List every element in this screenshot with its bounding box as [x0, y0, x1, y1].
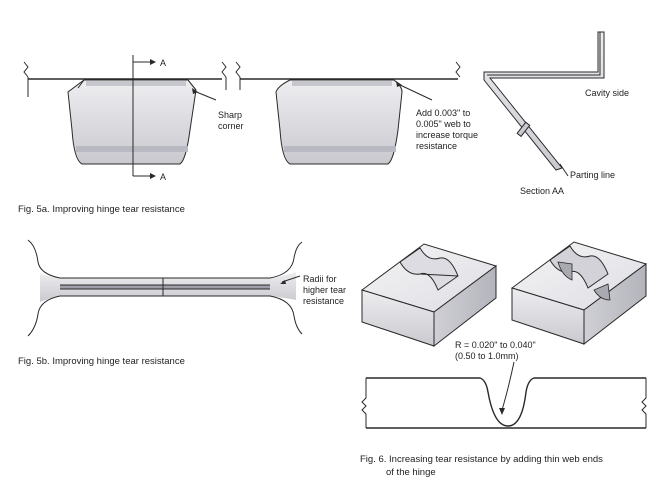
parting-line-leader [559, 163, 569, 177]
fig5a-hinge-elevation: A A Sharp corner Add 0.003" to 0.005" we… [23, 55, 478, 182]
section-aa-label: Section AA [520, 186, 564, 196]
fig5b-hinge-band [60, 285, 270, 289]
radii-note-line1: Radii for [303, 274, 337, 284]
groove-break-left [361, 378, 367, 428]
radius-note-line1: R = 0.020" to 0.040" [455, 340, 536, 350]
fig5a-block-right [275, 79, 403, 165]
fig6-caption-line2: of the hinge [386, 467, 436, 478]
sharp-corner-leader [193, 90, 217, 101]
fig6-block-sharp [360, 243, 498, 348]
web-note-arrowhead [396, 81, 402, 87]
parting-line-label: Parting line [570, 170, 615, 180]
section-arrowhead-bottom [150, 173, 156, 179]
fig5b-hinge-plan: Radii for higher tear resistance [27, 239, 346, 337]
sharp-corner-label-line2: corner [218, 121, 244, 131]
section-aa-profile: Cavity side Parting line Section AA [483, 31, 629, 196]
web-note-leader [397, 83, 433, 101]
radii-note-line3: resistance [303, 296, 344, 306]
cavity-side-label: Cavity side [585, 88, 629, 98]
fig6-block-webbed [510, 241, 648, 346]
fig5b-top-contour [27, 239, 303, 279]
section-mark-top: A [160, 58, 166, 68]
fig6-groove-section [361, 377, 647, 429]
radius-note-line2: (0.50 to 1.0mm) [455, 351, 519, 361]
web-note-line3: increase torque [416, 130, 478, 140]
break-symbol-mid-a [221, 61, 227, 90]
radius-leader [501, 361, 515, 411]
web-note-line2: 0.005" web to [416, 119, 471, 129]
radii-arrowhead [280, 280, 286, 284]
section-mark-bottom: A [160, 172, 166, 182]
break-symbol-mid-b [235, 61, 241, 90]
fig5a-block-left [67, 79, 197, 165]
section-arrowhead-top [150, 59, 156, 65]
radius-arrowhead [499, 408, 505, 415]
break-symbol-left [23, 61, 29, 97]
fig5a-caption: Fig. 5a. Improving hinge tear resistance [18, 204, 185, 215]
fig5b-caption: Fig. 5b. Improving hinge tear resistance [18, 356, 185, 367]
sharp-corner-arrowhead [192, 88, 198, 94]
fig6-caption-line1: Fig. 6. Increasing tear resistance by ad… [360, 454, 603, 465]
radii-note-line2: higher tear [303, 285, 346, 295]
web-note-line4: resistance [416, 141, 457, 151]
fig5b-bottom-contour [27, 295, 303, 337]
sharp-corner-label-line1: Sharp [218, 110, 242, 120]
break-symbol-right [455, 61, 461, 78]
groove-top-edge [366, 377, 646, 427]
web-note-line1: Add 0.003" to [416, 108, 470, 118]
groove-break-right [641, 378, 647, 428]
